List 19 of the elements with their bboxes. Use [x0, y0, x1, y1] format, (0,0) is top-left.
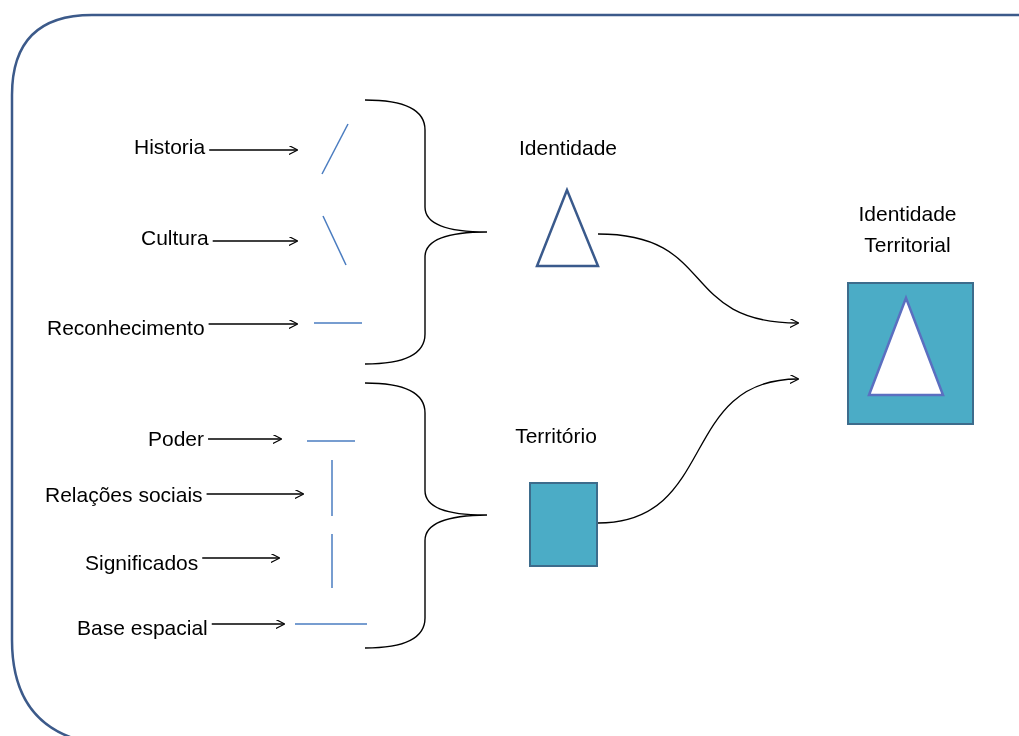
- arrow: [211, 618, 286, 630]
- label: Cultura: [141, 226, 210, 250]
- arrow: [207, 433, 283, 445]
- arrow: [208, 144, 299, 156]
- arrow: [201, 552, 281, 564]
- label: Historia: [134, 135, 207, 159]
- label: Poder: [148, 427, 206, 451]
- arrow: [207, 318, 299, 330]
- label: Reconhecimento: [47, 316, 206, 340]
- heading: Território: [514, 423, 598, 449]
- arrow: [205, 488, 305, 500]
- arrow: [212, 235, 299, 247]
- heading: Identidade: [517, 135, 619, 161]
- arrow: [597, 374, 800, 524]
- label: Base espacial: [77, 616, 209, 640]
- label: Relações sociais: [45, 483, 204, 507]
- heading: Identidade Territorial: [857, 201, 958, 258]
- arrow: [597, 233, 800, 328]
- label: Significados: [85, 551, 200, 575]
